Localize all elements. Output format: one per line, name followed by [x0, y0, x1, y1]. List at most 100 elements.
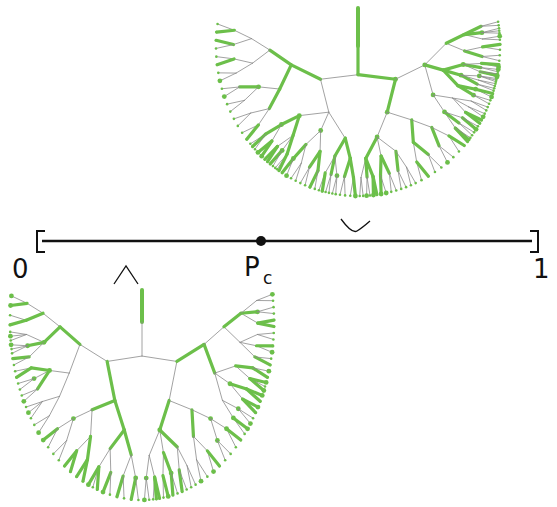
tree-branch	[335, 138, 345, 156]
tree-vertex	[494, 85, 497, 88]
tree-branch	[236, 366, 253, 368]
tree-vertex	[222, 94, 227, 99]
tree-branch	[197, 460, 208, 477]
tree-branch	[107, 356, 142, 361]
tree-vertex	[33, 424, 36, 427]
tree-branch	[22, 389, 38, 395]
tree-branch	[142, 356, 177, 361]
tree-branch	[234, 30, 251, 38]
tree-branch	[465, 51, 483, 57]
tree-vertex	[321, 190, 324, 193]
tree-branch	[461, 75, 479, 77]
tree-branch	[18, 379, 34, 384]
tree-vertex	[27, 411, 30, 414]
tree-branch	[230, 384, 247, 389]
tree-vertex	[143, 499, 146, 502]
tree-branch	[241, 312, 258, 313]
tree-vertex	[427, 175, 430, 178]
tree-vertex	[9, 331, 12, 334]
tree-branch	[117, 476, 123, 497]
tree-branch	[192, 410, 211, 419]
tree-branch	[413, 142, 428, 154]
tree-vertex	[486, 106, 489, 109]
tree-vertex	[20, 394, 23, 397]
tree-branch	[146, 478, 149, 500]
tree-branch	[253, 134, 266, 146]
tree-branch	[483, 44, 500, 47]
tree-branch	[381, 175, 387, 193]
tree-vertex	[364, 193, 369, 198]
tree-branch	[301, 144, 306, 163]
tree-branch	[207, 451, 219, 466]
tree-branch	[99, 449, 110, 467]
tree-vertex	[376, 193, 379, 196]
tree-vertex	[390, 191, 393, 194]
tree-vertex	[248, 421, 253, 426]
tree-vertex	[273, 325, 276, 328]
tree-branch	[412, 120, 414, 142]
tree-branch	[296, 163, 302, 181]
tree-branch	[444, 112, 462, 118]
tree-branch	[240, 334, 257, 342]
unit-interval	[42, 240, 532, 243]
tree-branch	[238, 113, 251, 126]
tree-vertex	[261, 388, 266, 393]
tree-branch	[136, 478, 139, 500]
tree-vertex	[270, 292, 275, 297]
tree-branch	[293, 116, 299, 136]
tree-branch	[177, 447, 187, 466]
tree-branch	[412, 120, 432, 127]
tree-vertex	[499, 39, 502, 42]
tree-branch	[238, 409, 250, 424]
tree-vertex	[158, 497, 161, 500]
tree-branch	[149, 455, 154, 477]
tree-branch	[53, 441, 66, 454]
tree-branch	[257, 294, 273, 300]
tree-vertex	[256, 405, 261, 410]
tree-vertex	[69, 470, 72, 473]
tree-vertex	[475, 128, 478, 131]
tree-vertex	[152, 498, 155, 501]
tree-vertex	[36, 430, 41, 435]
tree-vertex	[26, 410, 31, 415]
tree-branch	[236, 63, 252, 73]
tree-vertex	[142, 498, 147, 503]
tree-branch	[258, 109, 269, 125]
tree-vertex	[384, 191, 389, 196]
tree-vertex	[9, 304, 12, 307]
tree-branch	[439, 146, 453, 157]
tree-vertex	[221, 87, 224, 90]
tree-branch	[329, 112, 345, 138]
tree-branch	[243, 399, 258, 407]
tree-branch	[110, 449, 112, 473]
tree-vertex	[37, 431, 40, 434]
tree-branch	[43, 313, 60, 327]
tree-vertex	[334, 193, 337, 196]
tree-vertex	[498, 32, 501, 35]
tree-branch	[27, 334, 44, 342]
tree-vertex	[92, 486, 95, 489]
tree-branch	[377, 112, 387, 137]
tree-vertex	[9, 339, 12, 342]
tree-branch	[315, 171, 318, 189]
tree-branch	[39, 416, 50, 433]
tree-vertex	[9, 342, 14, 347]
tree-vertex	[485, 109, 488, 112]
tree-branch	[107, 361, 115, 400]
tree-vertex	[272, 306, 275, 309]
tree-vertex	[252, 417, 255, 420]
tree-branch	[87, 436, 90, 459]
tree-vertex	[218, 465, 221, 468]
tree-branch	[131, 478, 135, 499]
tree-vertex	[12, 357, 15, 360]
tree-branch	[140, 290, 144, 322]
tree-vertex	[257, 406, 260, 409]
tree-vertex	[130, 498, 133, 501]
tree-vertex	[17, 382, 20, 385]
tree-branch	[433, 95, 444, 112]
tree-branch	[14, 357, 29, 365]
tree-vertex	[497, 24, 500, 27]
tree-branch	[478, 80, 495, 86]
tree-vertex	[278, 169, 281, 172]
tree-branch	[479, 76, 496, 80]
